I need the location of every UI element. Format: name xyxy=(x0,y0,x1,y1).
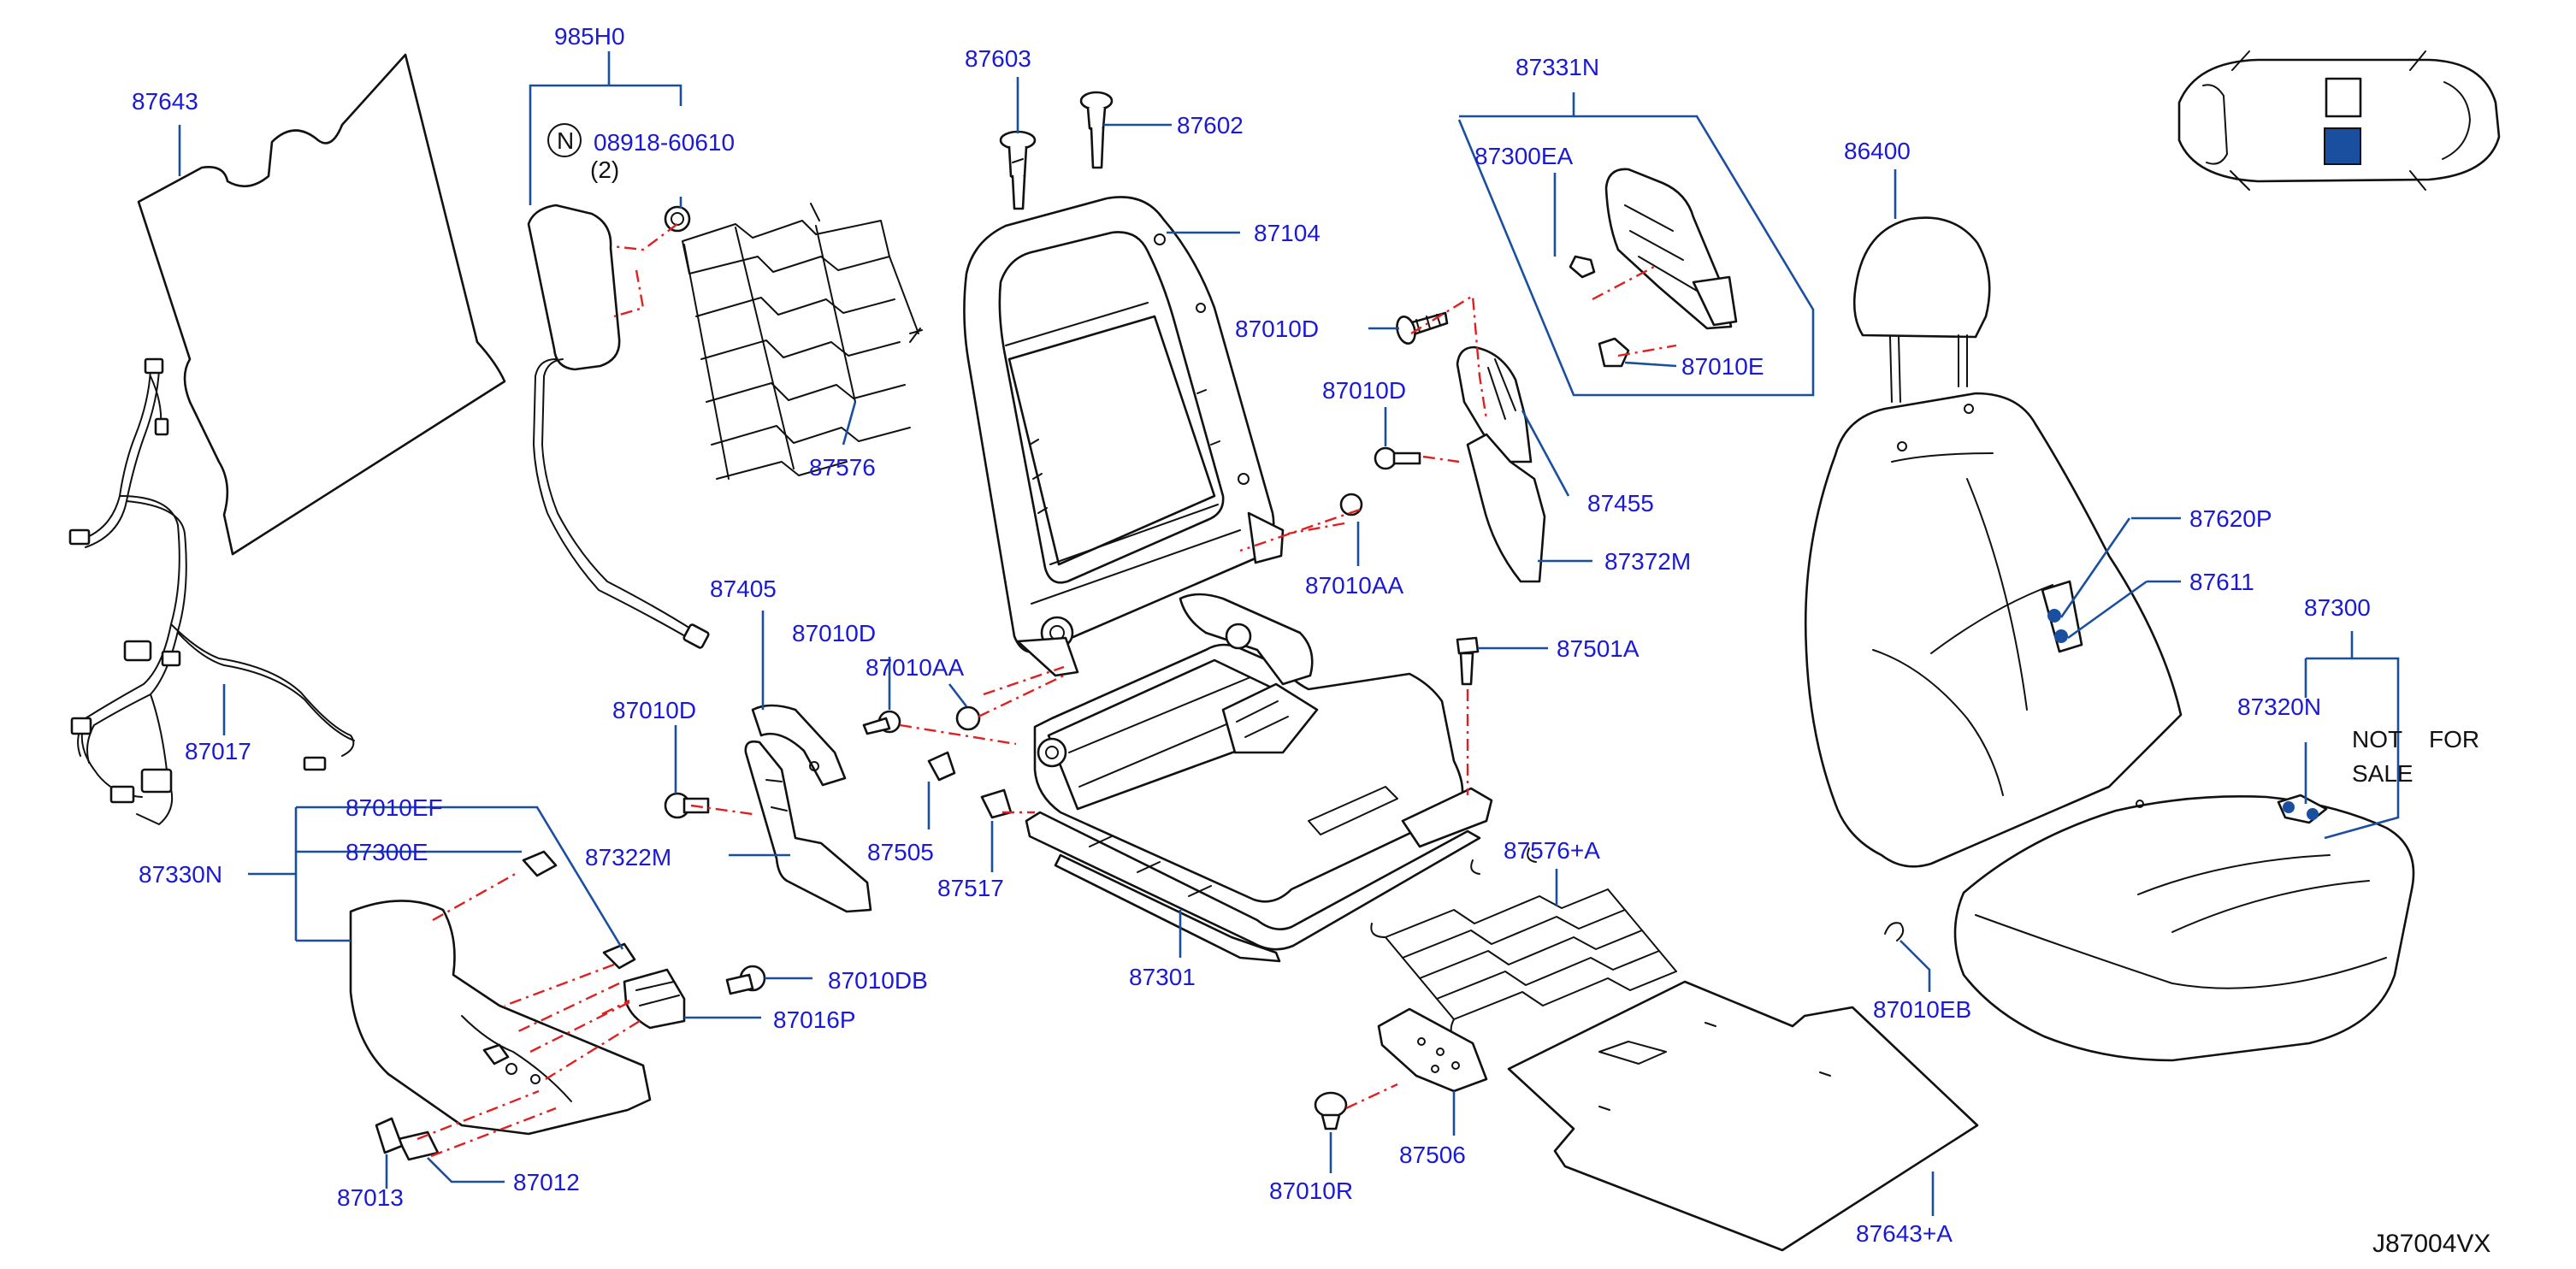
seat-back-spring-87576 xyxy=(682,203,923,480)
label-87322M: 87322M xyxy=(585,844,671,871)
label-87505: 87505 xyxy=(867,839,934,865)
label-87603: 87603 xyxy=(965,45,1031,72)
label-87301: 87301 xyxy=(1129,964,1196,990)
label-87300EA: 87300EA xyxy=(1474,143,1574,169)
bolt-87010AA-a xyxy=(1339,493,1363,516)
knob-87013 xyxy=(375,1117,404,1154)
label-87620P: 87620P xyxy=(2189,505,2272,532)
headrest-guide-87602 xyxy=(1079,91,1114,169)
recliner-cover-87405 xyxy=(751,704,847,787)
label-87010D-a: 87010D xyxy=(1235,316,1319,342)
bolt-87010D-c xyxy=(862,710,901,735)
seat-back-pad-sheet-87643 xyxy=(137,53,506,556)
label-not: NOT xyxy=(2352,726,2402,753)
cushion-bracket-87506 xyxy=(1377,1007,1488,1093)
label-87016P: 87016P xyxy=(773,1006,856,1033)
label-985H0: 985H0 xyxy=(554,23,625,50)
label-N: N xyxy=(557,127,574,154)
label-87576: 87576 xyxy=(809,454,876,481)
label-87455: 87455 xyxy=(1587,490,1654,516)
bolt-87010AA-b xyxy=(955,705,981,731)
side-finisher-87330N xyxy=(349,900,652,1136)
cushion-pad-sheet-87643A xyxy=(1507,980,1979,1252)
label-87010DB: 87010DB xyxy=(828,967,928,994)
label-87013: 87013 xyxy=(337,1184,404,1211)
label-87330N: 87330N xyxy=(139,861,222,888)
label-87372M: 87372M xyxy=(1604,548,1691,575)
diagram-code: J87004VX xyxy=(2372,1230,2490,1258)
label-for: FOR xyxy=(2429,726,2479,753)
label-87517: 87517 xyxy=(937,875,1004,901)
label-sale: SALE xyxy=(2352,760,2414,787)
clip-87300E xyxy=(522,850,558,877)
label-87643: 87643 xyxy=(132,88,198,115)
clip-87010EF xyxy=(602,942,636,970)
clip-87010R xyxy=(1314,1091,1348,1130)
label-87010AA-b: 87010AA xyxy=(866,654,965,681)
headrest-guide-87603 xyxy=(999,130,1037,210)
side-airbag-module-985H0 xyxy=(527,204,710,649)
clip-87505 xyxy=(927,751,956,782)
label-87643A: 87643+A xyxy=(1856,1220,1953,1247)
label-87320N: 87320N xyxy=(2237,694,2321,720)
bolt-87010DB xyxy=(725,965,766,995)
bolt-87010D-mid xyxy=(1374,446,1421,470)
seat-back-board-87372M xyxy=(1456,345,1546,583)
label-87010E: 87010E xyxy=(1681,353,1764,380)
label-08918-60610: 08918-60610 xyxy=(594,129,735,156)
label-87010D-c: 87010D xyxy=(792,620,876,646)
label-qty: (2) xyxy=(590,156,619,183)
label-87331N: 87331N xyxy=(1515,54,1599,80)
label-87010R: 87010R xyxy=(1269,1178,1353,1204)
label-87506: 87506 xyxy=(1399,1142,1466,1168)
leader-lines xyxy=(178,51,2400,1216)
label-87012: 87012 xyxy=(513,1169,580,1195)
label-87300: 87300 xyxy=(2304,594,2371,621)
bolt-87501A xyxy=(1456,636,1480,686)
label-87010EF: 87010EF xyxy=(346,794,443,821)
vehicle-position-thumbnail xyxy=(2177,50,2501,191)
label-87017: 87017 xyxy=(185,738,251,764)
label-87010D-d: 87010D xyxy=(612,697,696,723)
seat-back-finisher-87331N xyxy=(1569,168,1738,368)
seat-back-frame-87104 xyxy=(963,196,1285,677)
part-labels: 985H0 87643 87603 87602 87331N N 08918-6… xyxy=(132,23,2490,1258)
label-87010AA-a: 87010AA xyxy=(1305,572,1404,599)
label-87576A: 87576+A xyxy=(1504,837,1600,864)
label-87104: 87104 xyxy=(1254,220,1320,246)
label-87602: 87602 xyxy=(1177,112,1244,139)
seat-cushion-frame-87301 xyxy=(1025,593,1493,963)
wiring-harness-87017 xyxy=(68,357,355,825)
seat-back-cover-87620P xyxy=(1804,392,2183,868)
label-87300E: 87300E xyxy=(346,839,428,865)
label-87501A: 87501A xyxy=(1557,635,1640,662)
switch-87016P xyxy=(623,968,686,1030)
bolt-87010D-top xyxy=(1396,311,1449,345)
clip-87010EB xyxy=(1884,922,1905,941)
bolt-87010D-d xyxy=(664,792,710,819)
recliner-bracket-87322M xyxy=(744,740,872,913)
seat-cushion-cover-87300 xyxy=(1953,794,2415,1062)
label-87611: 87611 xyxy=(2189,569,2254,595)
note-circle-icon xyxy=(547,123,582,157)
label-87405: 87405 xyxy=(710,575,777,602)
label-87010D-b: 87010D xyxy=(1322,377,1406,404)
headrest-86400 xyxy=(1852,216,1991,403)
install-lines xyxy=(417,223,1677,1158)
label-86400: 86400 xyxy=(1844,138,1911,164)
label-87010EB: 87010EB xyxy=(1873,996,1971,1023)
